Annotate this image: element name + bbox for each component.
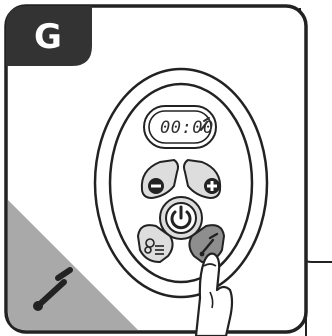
step-badge: G bbox=[6, 6, 92, 66]
control-panel bbox=[95, 69, 267, 297]
display-screen: 00:00 bbox=[144, 106, 216, 148]
step-letter: G bbox=[34, 17, 62, 57]
